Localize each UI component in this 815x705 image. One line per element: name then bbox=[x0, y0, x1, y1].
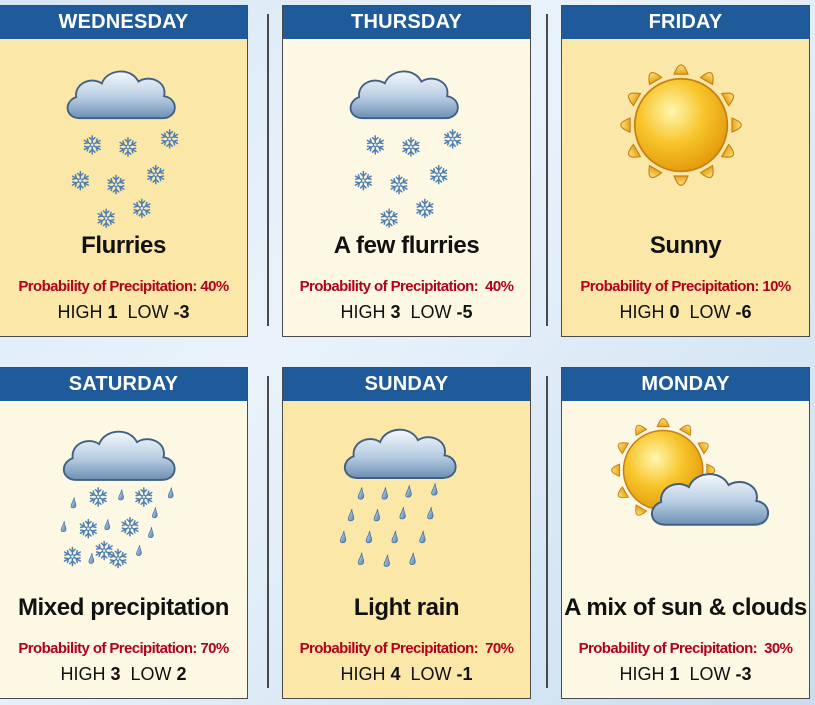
day-header: SUNDAY bbox=[283, 368, 530, 401]
precipitation-probability: Probability of Precipitation: 10% bbox=[580, 278, 791, 295]
temperature-range: HIGH 0 LOW -6 bbox=[619, 302, 752, 322]
temperature-range: HIGH 3 LOW -5 bbox=[340, 302, 473, 322]
temperature-range: HIGH 1 LOW -3 bbox=[619, 664, 752, 684]
condition-label: Flurries bbox=[81, 232, 166, 259]
sun-icon bbox=[562, 40, 809, 230]
condition-label: Sunny bbox=[649, 232, 722, 259]
day-header: THURSDAY bbox=[283, 6, 530, 39]
light-rain-icon bbox=[283, 402, 530, 592]
mixed-precipitation-icon bbox=[0, 402, 247, 592]
precipitation-probability: Probability of Precipitation: 40% bbox=[299, 278, 514, 295]
column-divider bbox=[267, 376, 269, 688]
column-divider bbox=[546, 14, 548, 326]
forecast-card-wednesday: WEDNESDAY Flurries Probability of Precip… bbox=[0, 5, 248, 337]
sun-cloud-icon bbox=[562, 402, 809, 592]
condition-label: A few flurries bbox=[333, 232, 480, 259]
precipitation-probability: Probability of Precipitation: 70% bbox=[18, 640, 229, 657]
condition-label: Light rain bbox=[353, 594, 460, 621]
temperature-range: HIGH 3 LOW 2 bbox=[60, 664, 187, 684]
forecast-card-thursday: THURSDAY A few flurries Probability of P… bbox=[282, 5, 531, 337]
forecast-card-sunday: SUNDAY Light rain Probability of Precipi… bbox=[282, 367, 531, 699]
forecast-card-saturday: SATURDAY Mixed precipitation Probability… bbox=[0, 367, 248, 699]
temperature-range: HIGH 1 LOW -3 bbox=[57, 302, 190, 322]
flurries-icon bbox=[0, 40, 247, 230]
forecast-card-friday: FRIDAY Sunny Probability of Precipitatio… bbox=[561, 5, 810, 337]
precipitation-probability: Probability of Precipitation: 70% bbox=[299, 640, 514, 657]
day-header: FRIDAY bbox=[562, 6, 809, 39]
day-header: WEDNESDAY bbox=[0, 6, 247, 39]
temperature-range: HIGH 4 LOW -1 bbox=[340, 664, 473, 684]
condition-label: A mix of sun & clouds bbox=[564, 594, 807, 621]
forecast-card-monday: MONDAY A mix of sun & clouds Probability… bbox=[561, 367, 810, 699]
day-header: MONDAY bbox=[562, 368, 809, 401]
column-divider bbox=[267, 14, 269, 326]
precipitation-probability: Probability of Precipitation: 40% bbox=[18, 278, 229, 295]
precipitation-probability: Probability of Precipitation: 30% bbox=[578, 640, 793, 657]
few-flurries-icon bbox=[283, 40, 530, 230]
condition-label: Mixed precipitation bbox=[17, 594, 230, 621]
column-divider bbox=[546, 376, 548, 688]
day-header: SATURDAY bbox=[0, 368, 247, 401]
